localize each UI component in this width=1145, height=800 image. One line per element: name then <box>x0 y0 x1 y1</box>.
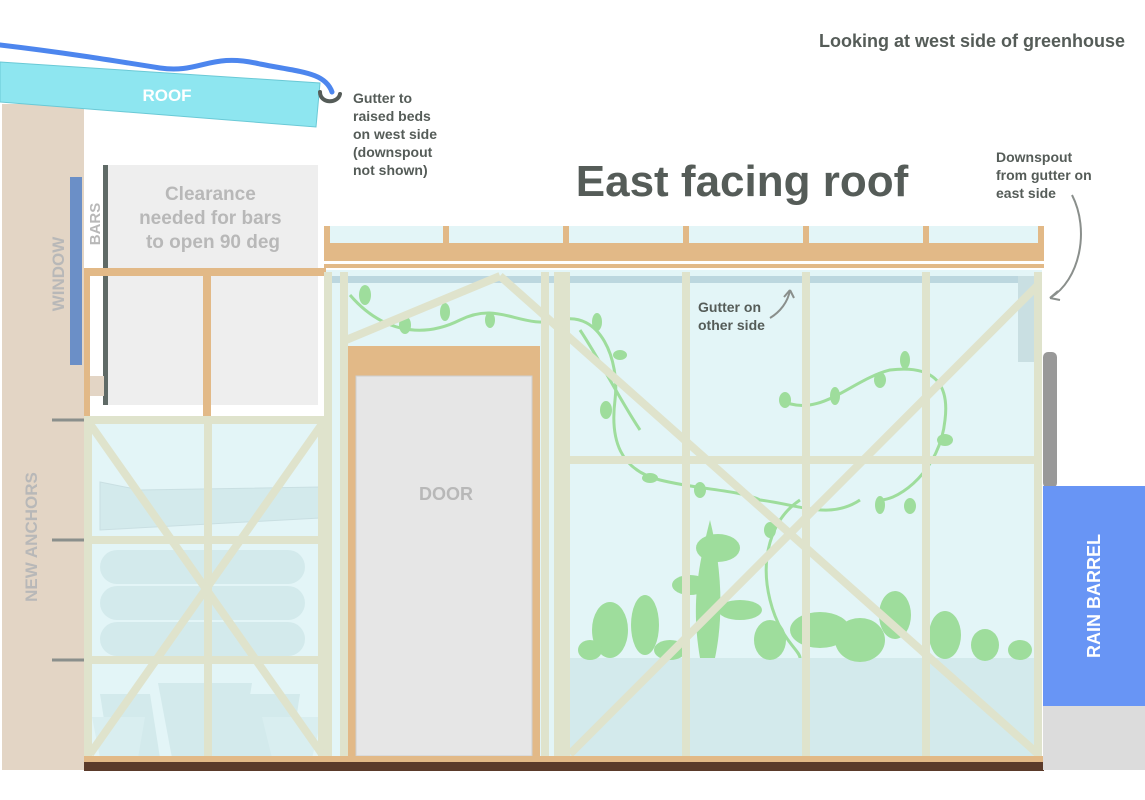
vine-leaves <box>359 285 953 538</box>
rain-barrel-label: RAIN BARREL <box>1084 534 1104 658</box>
left-frame <box>84 416 326 758</box>
door-label: DOOR <box>419 484 473 504</box>
gutter-other-note: Gutter on other side <box>698 299 765 333</box>
lean-to-beam <box>84 268 326 276</box>
base-sill <box>84 756 1044 762</box>
clearance-note: Clearance needed for bars to open 90 deg <box>139 184 287 253</box>
shelf-bag <box>100 586 305 620</box>
arrow-head-icon <box>1049 290 1061 301</box>
shelf-bag <box>100 550 305 584</box>
downspout-arrow <box>1049 194 1082 299</box>
roof-beam <box>324 243 1044 261</box>
barrel-stand <box>1043 706 1145 770</box>
door-frame-section <box>324 272 562 758</box>
door-header <box>348 346 540 376</box>
window-frame <box>70 177 82 365</box>
gutter-hose <box>0 42 335 95</box>
window-bars <box>103 165 108 405</box>
arrow-head-icon <box>783 289 795 299</box>
view-note: Looking at west side of greenhouse <box>819 31 1125 51</box>
main-title: East facing roof <box>576 157 909 206</box>
gutter-arrow <box>769 289 791 319</box>
gutter-west-note: Gutter to raised beds on west side (down… <box>353 90 441 178</box>
roof-beam-lower <box>324 264 1044 268</box>
window-label: WINDOW <box>49 236 68 312</box>
clearance-area <box>108 165 318 405</box>
downspout-east <box>1043 352 1057 488</box>
lean-to-post <box>203 276 211 416</box>
new-anchors-label: NEW ANCHORS <box>22 472 41 602</box>
downspout-note: Downspout from gutter on east side <box>996 149 1096 201</box>
bar-block <box>90 376 104 396</box>
door-jamb <box>348 346 356 760</box>
shelf-bag <box>100 622 305 656</box>
bars-label: BARS <box>87 203 104 246</box>
rain-barrel <box>1043 486 1145 706</box>
right-frame <box>497 272 1042 758</box>
lean-to-post <box>84 276 90 416</box>
gutter-hook-icon <box>318 90 342 104</box>
door <box>355 375 533 757</box>
ground-base <box>84 762 1044 771</box>
roof-rafters <box>324 226 1044 244</box>
roof-label: ROOF <box>142 86 191 105</box>
door-jamb <box>532 346 540 760</box>
house-roof <box>0 61 321 128</box>
